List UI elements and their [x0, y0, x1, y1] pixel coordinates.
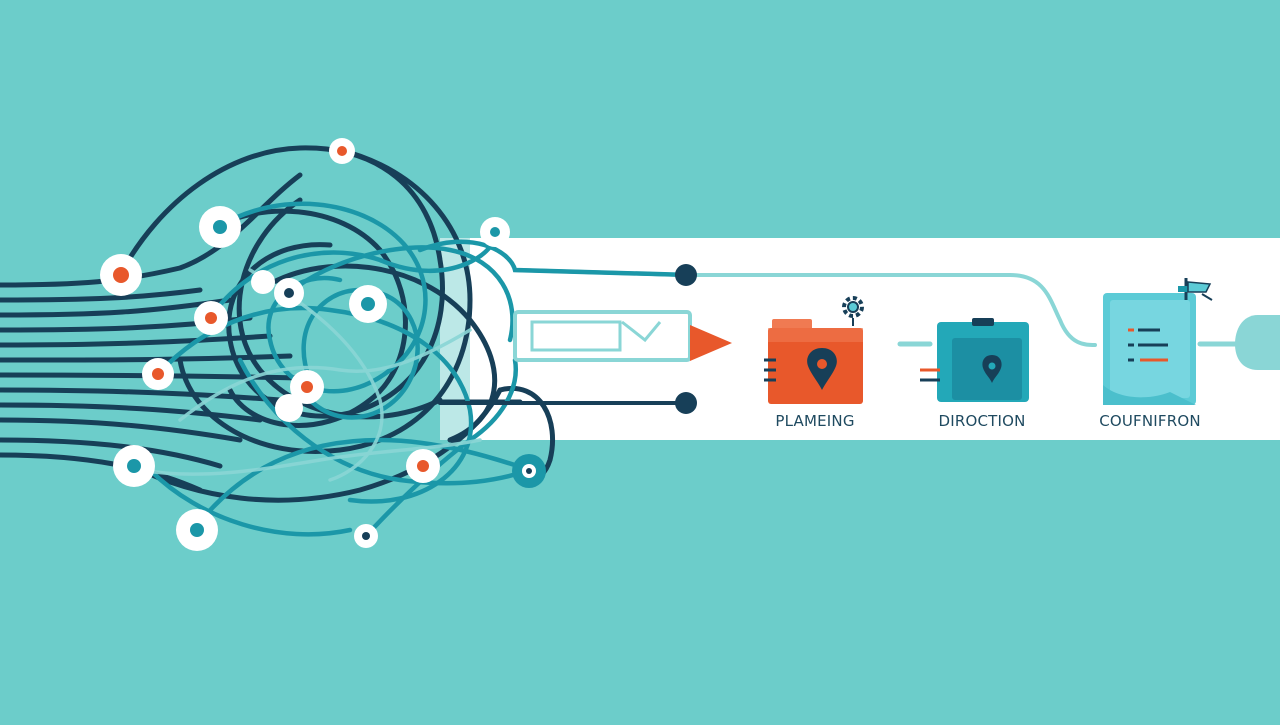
document-list-icon [1103, 293, 1196, 405]
stage-label-direction: DIROCTION [938, 412, 1026, 430]
folder-map-pin-icon [764, 319, 863, 404]
flag-icon [1178, 278, 1213, 301]
network-node [251, 270, 275, 294]
connector-dot [675, 392, 697, 414]
connector-dot [675, 264, 697, 286]
box-map-pin-icon [920, 318, 1029, 402]
funnel-channel [513, 310, 732, 362]
output-connector [1235, 315, 1280, 370]
network-nodes [100, 138, 546, 551]
stage-label-planning: PLAMEING [775, 412, 855, 430]
pipeline-connectors [438, 268, 1238, 405]
network-node [275, 394, 303, 422]
stage-label-confirmation: COUFNIFRON [1099, 412, 1201, 430]
gear-icon [842, 296, 864, 326]
